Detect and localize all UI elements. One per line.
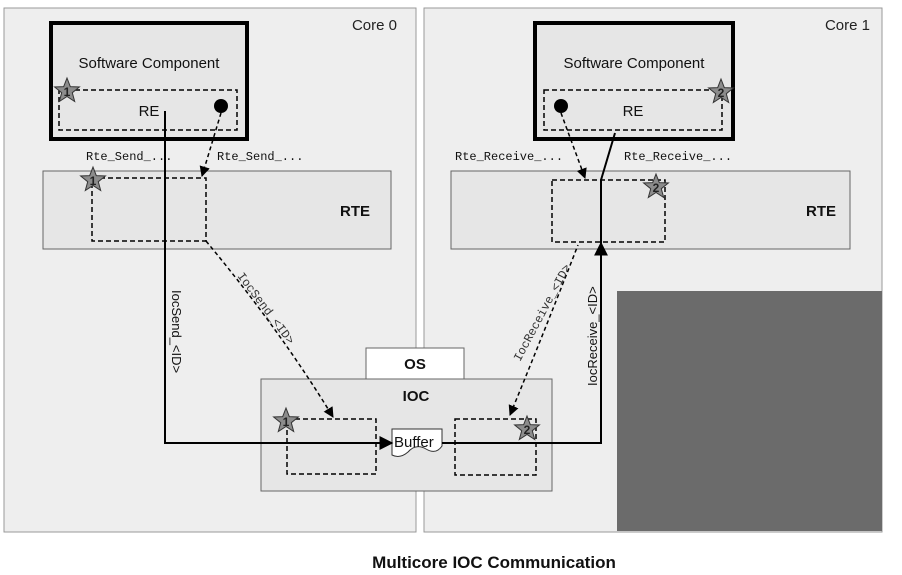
rte-label-1: RTE [806, 203, 836, 220]
buffer-shape [391, 428, 443, 457]
rte-send-solid-label: Rte_Send_... [86, 150, 172, 164]
software-component-0 [49, 21, 249, 141]
ioc-receive-box [454, 418, 537, 476]
receive-solid-line [442, 241, 608, 444]
rte-send-dashed-arrow [199, 112, 222, 178]
svg-text:1: 1 [283, 415, 290, 429]
star-marker-1-component: 1 [54, 77, 80, 102]
ioc-receive-dashed-arrow [508, 244, 579, 416]
occluded-area [617, 291, 882, 531]
ioc-receive-solid-label: IocReceive_<ID> [585, 286, 600, 386]
receive-port-dot [554, 99, 568, 113]
rte-receive-solid-label: Rte_Receive_... [624, 150, 732, 164]
star-marker-1-rte: 1 [80, 166, 106, 191]
core-0-label: Core 0 [352, 17, 397, 34]
star-marker-2-component: 2 [708, 78, 734, 103]
svg-text:1: 1 [90, 174, 97, 188]
star-marker-2-rte: 2 [643, 173, 669, 198]
runnable-label-0: RE [139, 103, 160, 120]
buffer-label: Buffer [394, 434, 434, 451]
rte-inner-box-1 [551, 179, 666, 243]
software-component-0-title: Software Component [79, 55, 221, 72]
ioc-send-box [286, 418, 377, 475]
svg-text:1: 1 [64, 85, 71, 99]
send-solid-line [164, 111, 394, 450]
core-1-label: Core 1 [825, 17, 870, 34]
rte-inner-box-0 [91, 177, 207, 242]
rte-label-0: RTE [340, 203, 370, 220]
software-component-1 [533, 21, 735, 141]
rte-send-dashed-label: Rte_Send_... [217, 150, 303, 164]
star-marker-2-ioc: 2 [514, 415, 540, 440]
runnable-box-0 [58, 89, 238, 131]
ioc-send-solid-label: IocSend_<ID> [169, 290, 184, 373]
send-port-dot [214, 99, 228, 113]
star-marker-1-ioc: 1 [273, 407, 299, 432]
ioc-label: IOC [403, 388, 430, 405]
figure-caption: Multicore IOC Communication [372, 553, 616, 572]
svg-text:2: 2 [524, 423, 531, 437]
runnable-label-1: RE [623, 103, 644, 120]
runnable-box-1 [543, 89, 723, 131]
rte-box-0 [42, 170, 392, 250]
svg-text:2: 2 [653, 181, 660, 195]
rte-receive-dashed-label: Rte_Receive_... [455, 150, 563, 164]
software-component-1-title: Software Component [564, 55, 706, 72]
ioc-send-dashed-arrow [205, 240, 334, 418]
rte-receive-solid-line [600, 132, 616, 181]
rte-receive-dashed-arrow [560, 112, 587, 179]
svg-text:2: 2 [718, 86, 725, 100]
os-label: OS [404, 356, 426, 373]
os-box [365, 347, 465, 381]
